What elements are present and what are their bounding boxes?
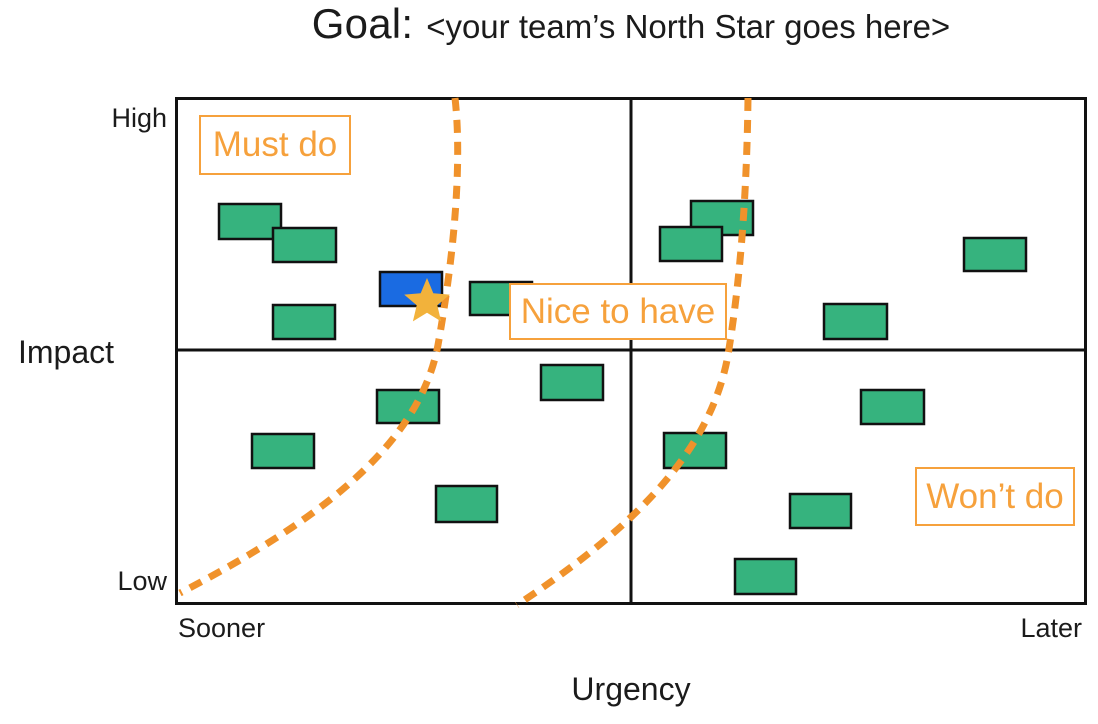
sticky-note-green[interactable] <box>662 431 728 470</box>
x-axis-later-label: Later <box>1020 613 1082 643</box>
page-title: Goal: <your team’s North Star goes here> <box>175 0 1087 62</box>
y-axis-low-label: Low <box>117 566 167 596</box>
star-marker[interactable] <box>404 278 450 322</box>
quadrant-label-must-do[interactable]: Must do <box>199 115 351 175</box>
sticky-note-green[interactable] <box>658 225 724 263</box>
x-axis-title: Urgency <box>571 671 691 707</box>
goal-placeholder: <your team’s North Star goes here> <box>426 8 951 45</box>
sticky-note-green[interactable] <box>822 302 889 341</box>
priority-curve-1 <box>178 97 462 597</box>
sticky-note-green[interactable] <box>788 492 853 530</box>
y-axis-title: Impact <box>17 334 115 370</box>
y-axis-high-label: High <box>111 103 167 133</box>
sticky-note-green[interactable] <box>733 557 798 596</box>
sticky-note-green[interactable] <box>271 303 337 341</box>
quadrant-label-wont-do[interactable]: Won’t do <box>915 467 1075 526</box>
sticky-note-green[interactable] <box>539 363 605 402</box>
sticky-note-green[interactable] <box>217 202 283 241</box>
goal-label: Goal: <box>311 0 414 47</box>
sticky-note-green[interactable] <box>434 484 499 524</box>
sticky-note-green[interactable] <box>271 226 338 264</box>
sticky-note-green[interactable] <box>250 432 316 470</box>
x-axis-sooner-label: Sooner <box>178 613 266 643</box>
sticky-note-green[interactable] <box>859 388 926 426</box>
sticky-note-green[interactable] <box>375 388 441 425</box>
sticky-note-green[interactable] <box>962 236 1028 273</box>
quadrant-label-nice-to-have[interactable]: Nice to have <box>509 283 727 340</box>
